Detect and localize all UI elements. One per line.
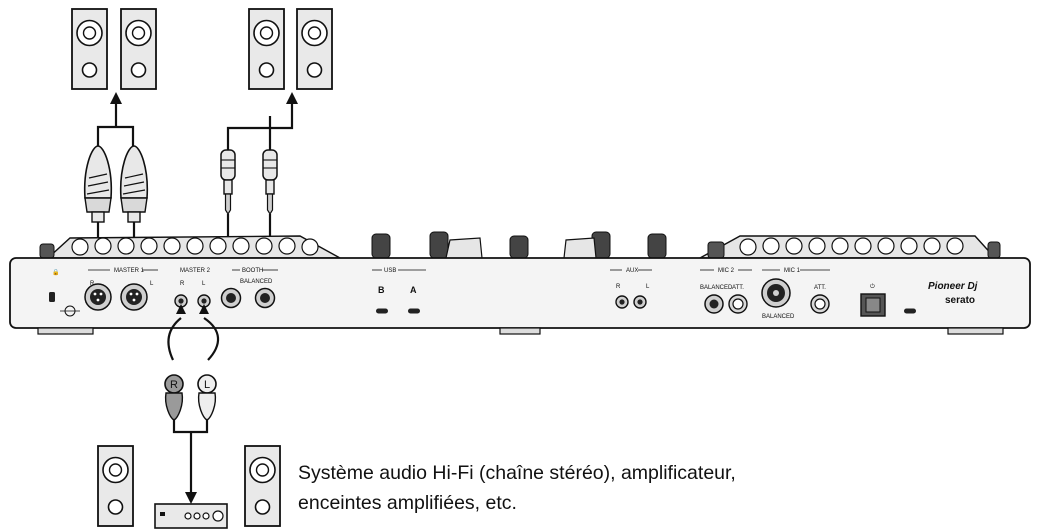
hifi-system-caption: Système audio Hi-Fi (chaîne stéréo), amp… <box>298 458 858 518</box>
mic1-att-knob[interactable] <box>810 294 830 314</box>
svg-text:BALANCED: BALANCED <box>700 285 733 291</box>
caption-line-1: Système audio Hi-Fi (chaîne stéréo), amp… <box>298 462 736 484</box>
svg-text:R: R <box>616 284 621 290</box>
aux-l-port[interactable] <box>633 295 647 309</box>
power-icon: ⏻ <box>870 283 875 290</box>
aux-label: AUX <box>626 268 638 274</box>
svg-text:L: L <box>204 379 210 391</box>
usb-c-port-a[interactable] <box>408 308 420 314</box>
svg-text:L: L <box>646 284 650 290</box>
usb-a-label: A <box>410 285 417 295</box>
brand-logo: Pioneer Dj <box>928 281 978 292</box>
svg-text:R: R <box>180 281 185 287</box>
booth-r-port[interactable] <box>220 287 242 309</box>
speaker-hifi-left <box>97 445 134 527</box>
svg-text:R: R <box>170 379 178 391</box>
rca-cable-master2: R L <box>164 304 220 504</box>
rca-plug-l: L <box>197 374 217 421</box>
caption-line-2: enceintes amplifiées, etc. <box>298 492 517 514</box>
master1-xlr-r-port[interactable] <box>84 283 112 311</box>
balanced-label: BALANCED <box>240 279 273 285</box>
svg-text:ATT.: ATT. <box>732 285 744 291</box>
mic2-att-knob[interactable] <box>728 294 748 314</box>
svg-text:L: L <box>202 281 206 287</box>
mic1-combo-port[interactable] <box>761 278 791 308</box>
svg-text:R: R <box>90 281 95 287</box>
mic2-port[interactable] <box>704 294 724 314</box>
master1-label: MASTER 1 <box>114 268 145 274</box>
speaker-master1-left <box>71 8 108 90</box>
master1-xlr-l-port[interactable] <box>120 283 148 311</box>
usb-label: USB <box>384 268 396 274</box>
usb-c-port-b[interactable] <box>376 308 388 314</box>
master2-label: MASTER 2 <box>180 268 211 274</box>
serato-logo: serato <box>945 295 975 306</box>
usb-b-label: B <box>378 285 385 295</box>
speaker-booth-left <box>248 8 285 90</box>
speaker-master1-right <box>120 8 157 90</box>
svg-text:ATT.: ATT. <box>814 285 826 291</box>
speaker-booth-right <box>296 8 333 90</box>
rca-plug-r: R <box>164 374 184 421</box>
svg-text:BALANCED: BALANCED <box>762 314 795 320</box>
power-switch[interactable] <box>860 293 886 317</box>
svg-text:L: L <box>150 281 154 287</box>
usb-c-power-port[interactable] <box>904 308 916 314</box>
mic2-label: MIC 2 <box>718 268 735 274</box>
security-slot <box>49 292 55 302</box>
booth-label: BOOTH <box>242 268 263 274</box>
controller-rear-panel: 🔒 MASTER 1 MASTER 2 BOOTH BALANCED USB A… <box>9 231 1031 335</box>
speaker-hifi-right <box>244 445 281 527</box>
booth-l-port[interactable] <box>254 287 276 309</box>
mic1-label: MIC 1 <box>784 268 801 274</box>
aux-r-port[interactable] <box>615 295 629 309</box>
ground-terminal <box>60 305 80 317</box>
lock-icon: 🔒 <box>52 268 59 276</box>
amplifier <box>154 503 228 529</box>
